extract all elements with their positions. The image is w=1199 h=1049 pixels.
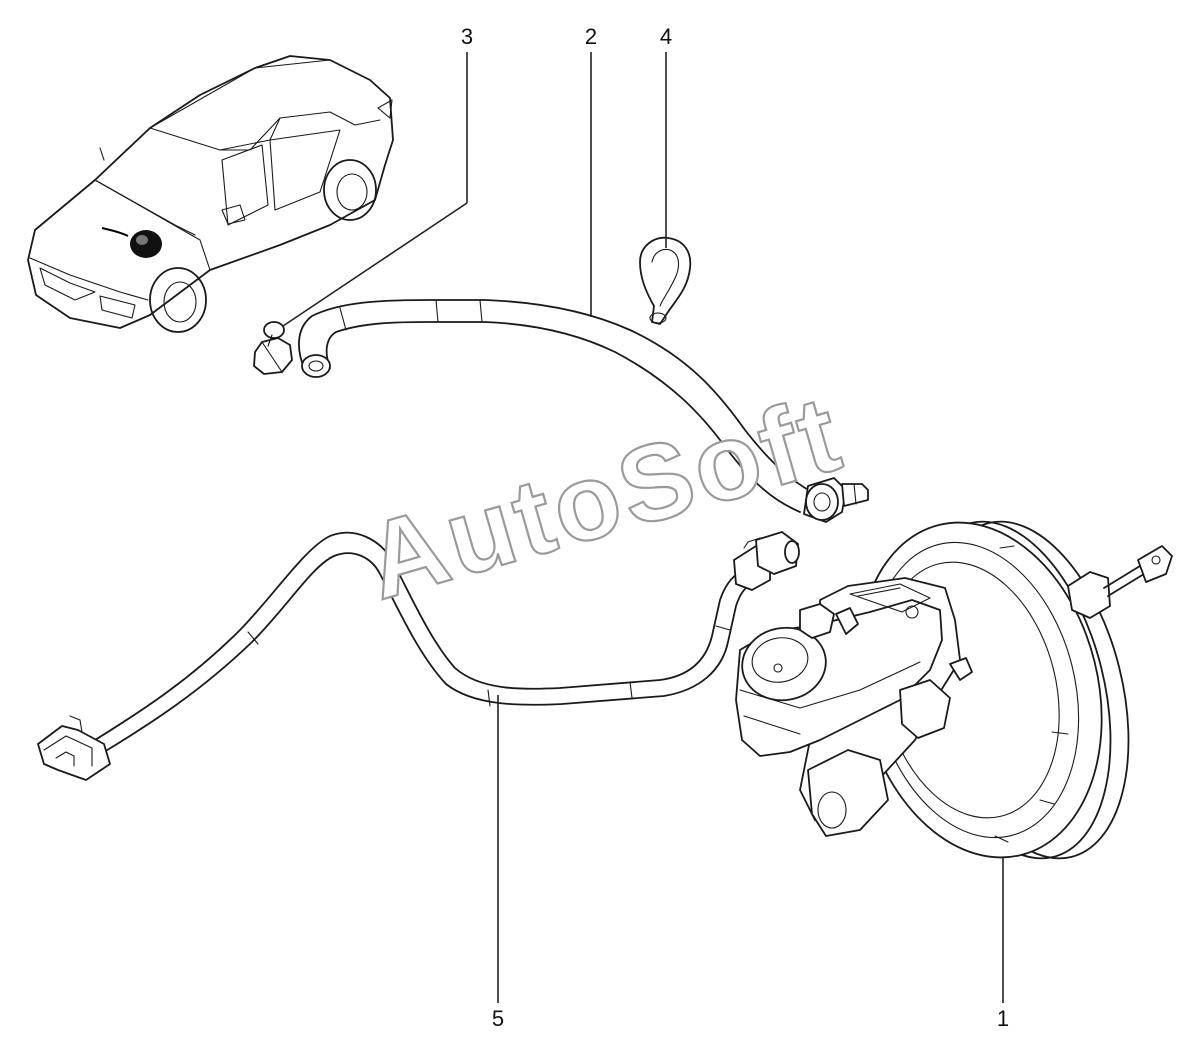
sensor-wiring-harness-icon <box>37 531 800 781</box>
hose-clip-icon <box>639 236 692 325</box>
callout-2: 2 <box>585 24 597 49</box>
leader-3-angle <box>282 202 468 327</box>
callout-leaders <box>282 52 1004 1003</box>
watermark-text: AutoSoft <box>353 371 855 622</box>
highlighted-part-locator <box>101 227 162 258</box>
hose-clamp-icon <box>253 321 293 375</box>
brake-booster-master-cylinder-icon <box>735 520 1173 860</box>
sedan-locator-icon <box>27 55 394 333</box>
callout-3: 3 <box>461 24 473 49</box>
callout-5: 5 <box>492 1006 504 1031</box>
callout-numbers: 3 2 4 5 1 <box>461 24 1009 1031</box>
callout-1: 1 <box>997 1006 1009 1031</box>
callout-4: 4 <box>660 24 672 49</box>
vacuum-hose-icon <box>298 299 869 523</box>
watermark: AutoSoft <box>352 370 856 623</box>
